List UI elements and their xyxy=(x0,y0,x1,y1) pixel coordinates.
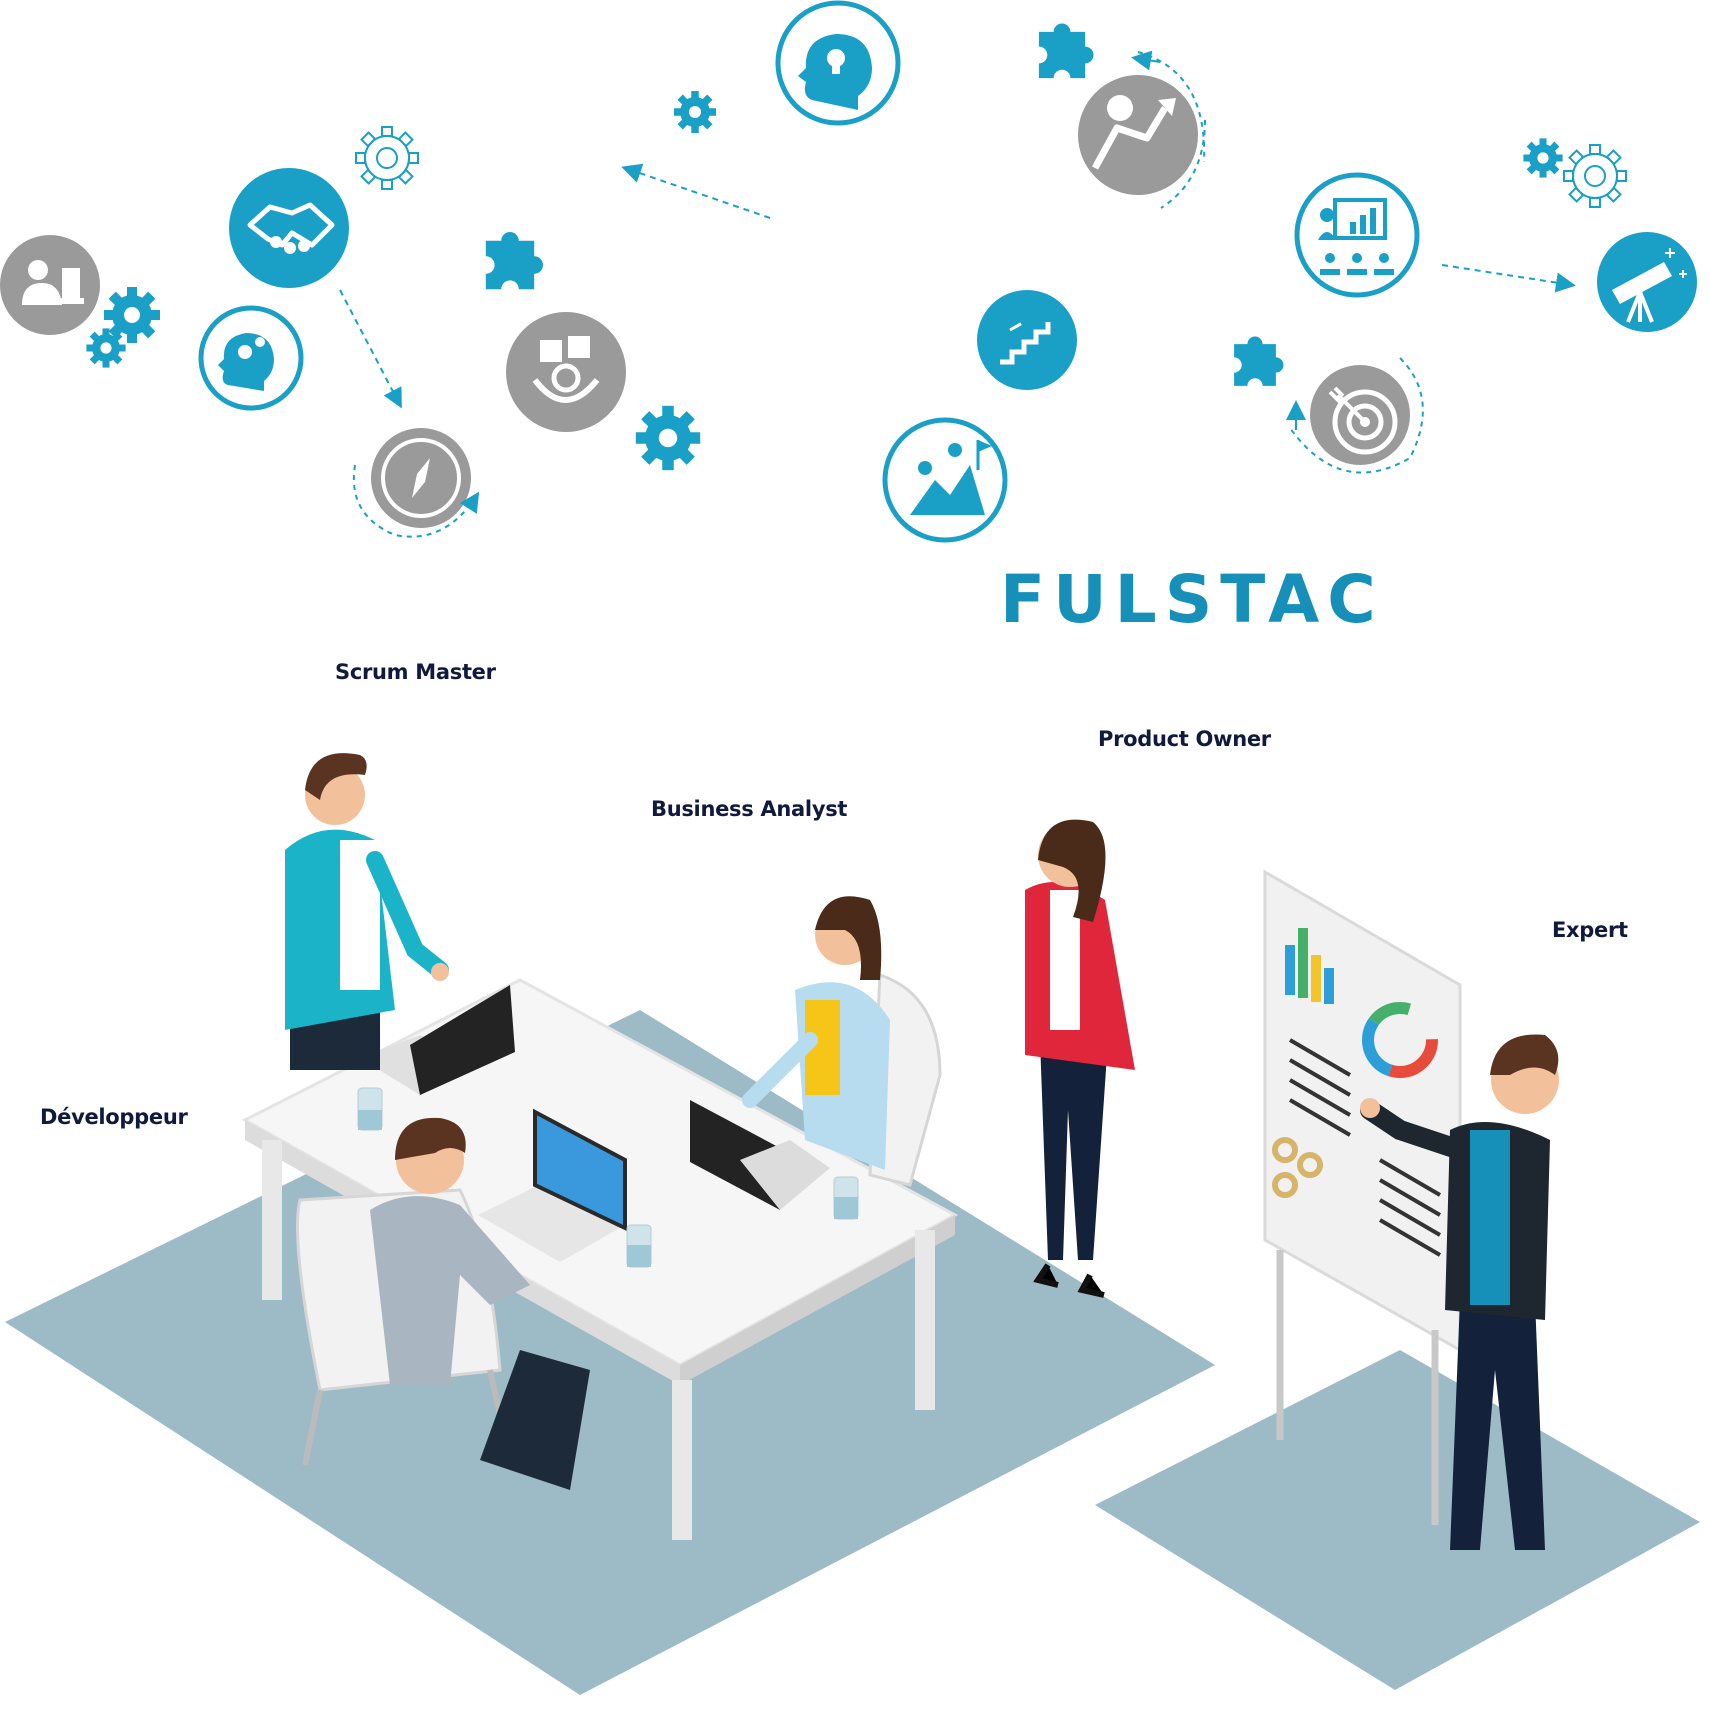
mountain-climb-icon xyxy=(882,417,1008,543)
role-label-scrum-master: Scrum Master xyxy=(335,660,496,684)
brand-logo: FULSTAC xyxy=(1000,561,1384,638)
person-expert xyxy=(1360,1034,1559,1550)
gear-icon xyxy=(355,126,419,190)
laptop xyxy=(478,1108,627,1262)
chess-strategy-icon xyxy=(0,235,100,335)
gear-icon xyxy=(635,405,701,471)
flow-arrow xyxy=(621,163,771,219)
floor-presentation xyxy=(1095,1350,1700,1690)
puzzle-hands-icon xyxy=(506,312,626,432)
lightbulb-head-icon xyxy=(775,0,901,126)
head-gears-icon xyxy=(198,305,304,411)
gear-icon xyxy=(1563,144,1627,208)
compass-icon xyxy=(352,428,480,538)
puzzle-icon xyxy=(485,232,543,290)
puzzle-icon xyxy=(1234,336,1284,386)
gear-icon xyxy=(1523,138,1563,178)
role-label-expert: Expert xyxy=(1552,918,1628,942)
gear-icon xyxy=(674,91,716,133)
target-icon xyxy=(1286,357,1424,474)
water-glass xyxy=(626,1224,652,1268)
gear-icon xyxy=(86,328,126,368)
gear-icon xyxy=(104,287,160,343)
handshake-icon xyxy=(229,168,349,288)
role-label-developer: Développeur xyxy=(40,1105,188,1129)
person-developer xyxy=(370,1117,590,1490)
water-glass xyxy=(833,1176,859,1220)
role-label-product-owner: Product Owner xyxy=(1098,727,1271,751)
person-scrum-master xyxy=(285,753,449,1070)
person-product-owner xyxy=(1025,819,1135,1298)
growth-person-icon xyxy=(1078,50,1206,209)
laptop xyxy=(690,1100,830,1210)
flow-arrow xyxy=(1441,264,1576,293)
flow-arrow xyxy=(339,289,402,409)
water-glass xyxy=(357,1087,383,1131)
laptop xyxy=(360,985,515,1095)
person-business-analyst xyxy=(742,896,890,1170)
telescope-icon xyxy=(1597,232,1697,332)
puzzle-icon xyxy=(1038,23,1094,79)
presentation-icon xyxy=(1294,172,1420,298)
stairs-growth-icon xyxy=(977,290,1077,390)
role-label-business-analyst: Business Analyst xyxy=(651,797,848,821)
